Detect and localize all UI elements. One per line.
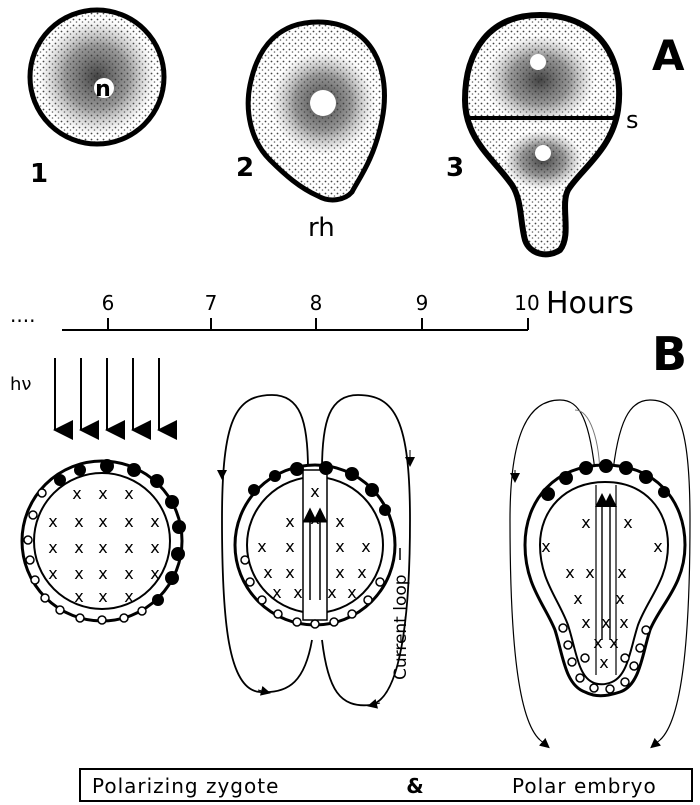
svg-text:x: x: [263, 563, 272, 582]
cell-3-number: 3: [446, 153, 464, 183]
svg-text:x: x: [124, 564, 133, 583]
tick-label-7: 7: [205, 291, 218, 315]
cell-2-germinating: 2 rh: [236, 22, 384, 243]
svg-text:x: x: [615, 589, 624, 608]
svg-text:x: x: [124, 512, 133, 531]
svg-text:x: x: [48, 512, 57, 531]
svg-text:x: x: [565, 563, 574, 582]
svg-text:x: x: [74, 564, 83, 583]
svg-text:x: x: [98, 484, 107, 503]
svg-text:x: x: [653, 537, 662, 556]
caption-left: Polarizing zygote: [92, 774, 279, 798]
svg-text:x: x: [581, 613, 590, 632]
svg-text:x: x: [361, 537, 370, 556]
timeline: .... 6 7 8 9 10 Hours: [10, 286, 634, 330]
cell-1-zygote: n 1: [30, 10, 164, 189]
svg-text:x: x: [48, 538, 57, 557]
panel-b-letter: B: [652, 327, 687, 381]
timeline-unit: Hours: [546, 286, 634, 321]
tick-label-8: 8: [310, 291, 323, 315]
rhizoid-label: rh: [308, 213, 335, 243]
svg-text:x: x: [98, 587, 107, 606]
svg-text:x: x: [150, 538, 159, 557]
svg-text:x: x: [601, 613, 610, 632]
svg-text:x: x: [335, 563, 344, 582]
svg-text:x: x: [98, 564, 107, 583]
panel-a: n 1 2 rh 3 s A: [30, 10, 685, 254]
caption-middle: &: [406, 774, 423, 798]
light-arrows: hν: [10, 358, 159, 430]
svg-text:x: x: [285, 563, 294, 582]
svg-text:x: x: [124, 587, 133, 606]
svg-text:x: x: [72, 484, 81, 503]
svg-text:x: x: [327, 583, 336, 602]
svg-text:x: x: [310, 509, 319, 528]
svg-text:x: x: [347, 583, 356, 602]
panel-a-letter: A: [652, 31, 685, 80]
svg-text:x: x: [74, 512, 83, 531]
svg-text:x: x: [124, 538, 133, 557]
svg-text:x: x: [272, 583, 281, 602]
svg-text:x: x: [335, 512, 344, 531]
cell-2-number: 2: [236, 153, 254, 183]
svg-text:x: x: [48, 564, 57, 583]
septum-label: s: [626, 106, 639, 134]
nucleus-label: n: [95, 77, 111, 102]
svg-text:x: x: [293, 583, 302, 602]
svg-text:x: x: [335, 537, 344, 556]
svg-text:x: x: [609, 633, 618, 652]
svg-text:x: x: [593, 633, 602, 652]
svg-text:x: x: [98, 512, 107, 531]
svg-text:x: x: [257, 537, 266, 556]
svg-text:x: x: [285, 512, 294, 531]
svg-text:x: x: [285, 537, 294, 556]
tick-label-9: 9: [416, 291, 429, 315]
svg-text:x: x: [357, 563, 366, 582]
svg-text:x: x: [619, 613, 628, 632]
svg-text:x: x: [150, 512, 159, 531]
svg-text:x: x: [541, 537, 550, 556]
caption-box: Polarizing zygote & Polar embryo: [80, 769, 692, 801]
svg-text:x: x: [310, 482, 319, 501]
svg-text:x: x: [124, 484, 133, 503]
timeline-lead-dots: ....: [10, 303, 35, 327]
caption-right: Polar embryo: [512, 774, 657, 798]
svg-text:x: x: [617, 563, 626, 582]
svg-text:x: x: [623, 513, 632, 532]
svg-text:x: x: [98, 538, 107, 557]
svg-text:x: x: [150, 564, 159, 583]
svg-text:x: x: [573, 589, 582, 608]
svg-text:x: x: [581, 513, 590, 532]
tick-label-10: 10: [514, 291, 539, 315]
cell-3-divided: 3 s: [446, 15, 639, 254]
svg-text:x: x: [585, 563, 594, 582]
tick-label-6: 6: [102, 291, 115, 315]
cell-1-number: 1: [30, 159, 48, 189]
svg-text:x: x: [599, 653, 608, 672]
svg-text:x: x: [74, 538, 83, 557]
svg-text:x: x: [74, 587, 83, 606]
current-loop-label: Current loop: [391, 574, 411, 680]
light-label: hν: [10, 374, 31, 395]
